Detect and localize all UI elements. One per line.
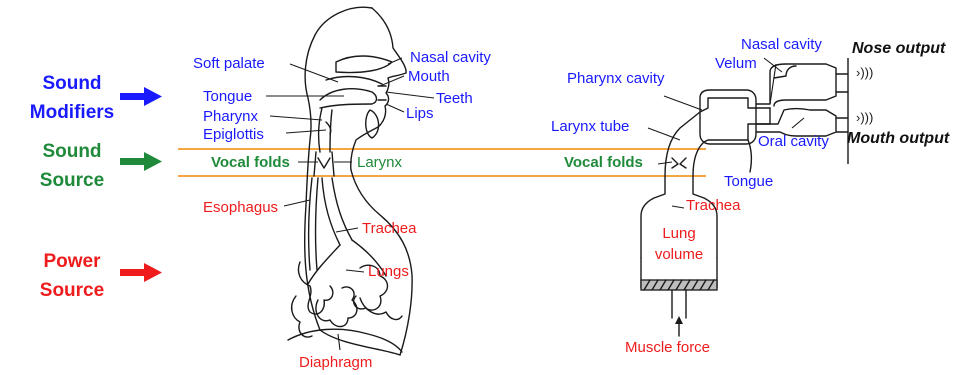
label-nose-output: Nose output [852,40,946,57]
nose-sound-waves-icon: ›))) [856,65,873,80]
sound-modifiers-line1: Sound [42,73,101,94]
power-source-line2: Source [40,280,104,301]
sound-source-group: Sound Source [40,141,162,191]
model-label-muscle-force: Muscle force [625,339,710,356]
mouth-sound-waves-icon: ›))) [856,110,873,125]
label-pharynx: Pharynx [203,108,259,125]
sound-source-line2: Source [40,170,104,191]
label-tongue: Tongue [203,88,252,105]
label-mouth: Mouth [408,68,450,85]
model-label-oral-cavity: Oral cavity [758,133,829,150]
label-larynx: Larynx [357,154,403,171]
label-nasal-cavity: Nasal cavity [410,49,491,66]
label-teeth: Teeth [436,90,473,107]
model-label-lung-line1: Lung [662,225,695,242]
power-source-group: Power Source [40,251,162,301]
sound-source-line1: Sound [42,141,101,162]
label-mouth-output: Mouth output [847,130,950,147]
model-label-lung-line2: volume [655,246,703,263]
anatomy-illustration [288,7,412,355]
label-vocal-folds: Vocal folds [211,154,290,171]
label-soft-palate: Soft palate [193,55,265,72]
label-diaphragm: Diaphragm [299,354,372,371]
label-lungs: Lungs [368,263,409,280]
model-label-larynx-tube: Larynx tube [551,118,629,135]
model-label-velum: Velum [715,55,757,72]
tube-model [641,58,848,336]
sound-modifiers-group: Sound Modifiers [30,73,162,123]
model-label-pharynx-cavity: Pharynx cavity [567,70,665,87]
sound-modifiers-line2: Modifiers [30,102,114,123]
model-label-tongue: Tongue [724,173,773,190]
power-arrow-icon [120,263,162,282]
label-esophagus: Esophagus [203,199,278,216]
model-label-nasal-cavity: Nasal cavity [741,36,822,53]
modifiers-arrow-icon [120,87,162,106]
label-epiglottis: Epiglottis [203,126,264,143]
model-label-trachea: Trachea [686,197,741,214]
label-trachea: Trachea [362,220,417,237]
source-arrow-icon [120,152,162,171]
label-lips: Lips [406,105,434,122]
power-source-line1: Power [43,251,101,272]
model-label-vocal-folds: Vocal folds [564,154,643,171]
